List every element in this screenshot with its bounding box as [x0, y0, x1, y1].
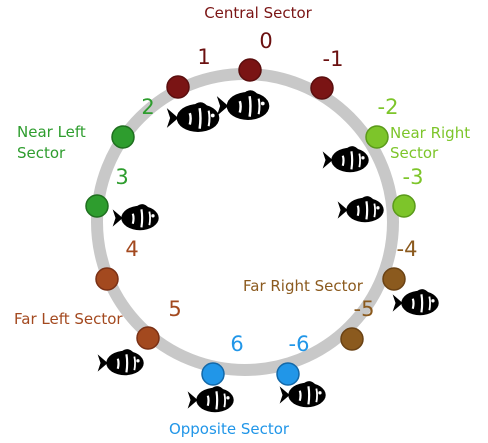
clownfish-icon: [186, 385, 235, 414]
near-left-sector-label: Near Left: [17, 123, 86, 141]
near-left-sector-label-2: Sector: [17, 144, 66, 162]
clownfish-icon: [215, 88, 271, 122]
position-number: -5: [354, 297, 375, 321]
position-number: -3: [403, 165, 424, 189]
position-dot-minus-5: [340, 327, 364, 351]
position-dot-2: [111, 125, 135, 149]
central-sector-label: Central Sector: [204, 4, 312, 22]
far-left-sector-label: Far Left Sector: [14, 310, 123, 328]
near-right-sector-label: Near Right: [390, 124, 470, 142]
position-number: 3: [115, 165, 128, 189]
position-dot-minus-2: [365, 125, 389, 149]
position-number: 4: [125, 237, 138, 261]
position-dot-minus-1: [310, 76, 334, 100]
far-right-sector-label: Far Right Sector: [243, 277, 364, 295]
near-right-sector-label-2: Sector: [390, 144, 439, 162]
position-dot-6: [201, 362, 225, 386]
clownfish-icon: [111, 203, 160, 232]
position-number: -2: [378, 95, 399, 119]
position-number: -4: [397, 237, 418, 261]
position-number: 1: [197, 45, 210, 69]
clownfish-icon: [391, 288, 440, 317]
position-dot-3: [85, 194, 109, 218]
clownfish-icon: [336, 195, 385, 224]
position-number: -6: [289, 332, 310, 356]
opposite-sector-label: Opposite Sector: [169, 420, 290, 438]
position-number: 0: [259, 29, 272, 53]
position-dot-minus-6: [276, 362, 300, 386]
position-number: -1: [323, 47, 344, 71]
position-dot-minus-3: [392, 194, 416, 218]
position-number: 2: [141, 95, 154, 119]
position-dot-1: [166, 75, 190, 99]
position-dot-4: [95, 267, 119, 291]
position-number: 5: [168, 297, 181, 321]
clownfish-icon: [321, 145, 370, 174]
position-number: 6: [230, 332, 243, 356]
position-dot-0: [238, 58, 262, 82]
position-dot-5: [136, 326, 160, 350]
position-dot-minus-4: [382, 267, 406, 291]
clownfish-icon: [165, 100, 221, 134]
clownfish-icon: [96, 348, 145, 377]
